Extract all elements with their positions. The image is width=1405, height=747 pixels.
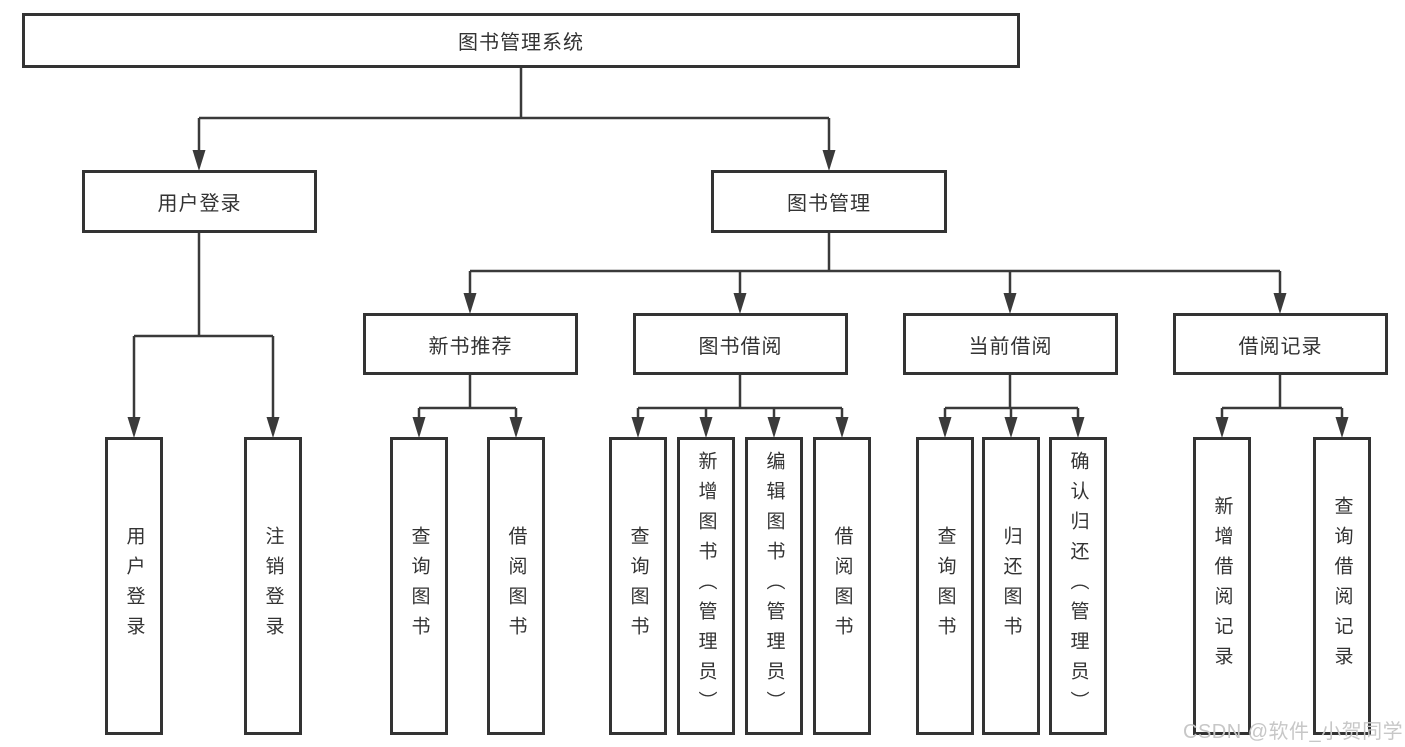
leaf-newbook-borrow-books: 借阅图书 <box>487 437 545 735</box>
node-book-borrow: 图书借阅 <box>633 313 848 375</box>
arrowhead <box>509 417 523 438</box>
connector-line <box>197 67 831 152</box>
connector-current-borrow-to-children <box>938 375 1085 438</box>
node-user-login: 用户登录 <box>82 170 317 233</box>
leaf-logout: 注销登录 <box>244 437 302 735</box>
connector-new-book-recommend-to-children <box>412 375 523 438</box>
leaf-borrow-query-books: 查询图书 <box>609 437 667 735</box>
arrowhead <box>822 150 836 171</box>
arrowhead <box>266 417 280 438</box>
connector-line <box>1220 375 1344 419</box>
arrowhead <box>192 150 206 171</box>
leaf-current-return-books: 归还图书 <box>982 437 1040 735</box>
connector-line <box>468 233 1282 295</box>
connector-line <box>943 375 1080 419</box>
connector-book-management-to-children <box>463 233 1287 314</box>
arrowhead <box>699 417 713 438</box>
arrowhead <box>1273 293 1287 314</box>
connector-root-to-children <box>192 67 836 171</box>
csdn-watermark: CSDN @软件_小贺同学 <box>1183 721 1404 743</box>
arrowhead <box>1071 417 1085 438</box>
connector-borrow-records-to-children <box>1215 375 1349 438</box>
arrowhead <box>1215 417 1229 438</box>
node-book-management: 图书管理 <box>711 170 947 233</box>
arrowhead <box>767 417 781 438</box>
arrowhead <box>733 293 747 314</box>
arrowhead <box>938 417 952 438</box>
leaf-records-add-record: 新增借阅记录 <box>1193 437 1251 735</box>
leaf-newbook-query-books: 查询图书 <box>390 437 448 735</box>
leaf-current-query-books: 查询图书 <box>916 437 974 735</box>
node-borrow-records: 借阅记录 <box>1173 313 1388 375</box>
leaf-user-login: 用户登录 <box>105 437 163 735</box>
connector-line <box>132 233 275 419</box>
leaf-records-query-record: 查询借阅记录 <box>1313 437 1371 735</box>
leaf-borrow-add-books-admin: 新增图书（管理员） <box>677 437 735 735</box>
node-library-management-system: 图书管理系统 <box>22 13 1020 68</box>
connector-book-borrow-to-children <box>631 375 849 438</box>
leaf-borrow-borrow-books: 借阅图书 <box>813 437 871 735</box>
leaf-current-confirm-return-admin: 确认归还（管理员） <box>1049 437 1107 735</box>
node-new-book-recommend: 新书推荐 <box>363 313 578 375</box>
arrowhead <box>631 417 645 438</box>
connector-user-login-to-children <box>127 233 280 438</box>
arrowhead <box>1003 293 1017 314</box>
arrowhead <box>1004 417 1018 438</box>
connector-line <box>417 375 518 419</box>
arrowhead <box>127 417 141 438</box>
leaf-borrow-edit-books-admin: 编辑图书（管理员） <box>745 437 803 735</box>
arrowhead <box>835 417 849 438</box>
node-current-borrow: 当前借阅 <box>903 313 1118 375</box>
arrowhead <box>412 417 426 438</box>
connector-line <box>636 375 844 419</box>
arrowhead <box>463 293 477 314</box>
arrowhead <box>1335 417 1349 438</box>
